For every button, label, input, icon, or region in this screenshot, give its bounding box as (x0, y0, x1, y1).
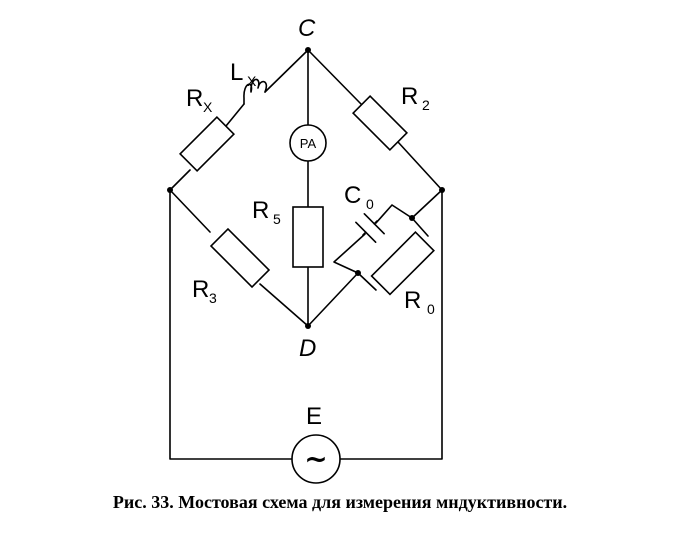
ac-source-e: ~ (291, 434, 341, 484)
resistor-r2 (351, 94, 409, 152)
wire-r3-to-d (259, 283, 309, 327)
resistor-rx (178, 115, 236, 173)
bridge-circuit-diagram: PA ~ C D R X L X R 2 R 3 R 5 (167, 15, 445, 484)
label-r3-main: R (192, 276, 209, 303)
label-r0: R 0 (404, 287, 435, 317)
wire-right-node-to-parallel-node (411, 189, 443, 219)
wire-d-to-parallel-node (307, 272, 359, 327)
figure-caption: Рис. 33. Мостовая схема для измерения мн… (112, 492, 568, 512)
wire-source-loop-right (339, 189, 443, 460)
junction-parallel-lower (355, 270, 361, 276)
wire-r0-lead-upper (411, 217, 429, 237)
resistor-r3 (209, 227, 271, 289)
label-r2: R 2 (401, 83, 430, 113)
wire-left-node-to-r3 (169, 189, 211, 233)
capacitor-c0 (355, 213, 385, 243)
label-r3-sub: 3 (209, 290, 217, 306)
wire-c-to-inductor (264, 49, 309, 93)
junction-right (439, 187, 445, 193)
label-r5: R 5 (252, 197, 281, 227)
label-r2-sub: 2 (422, 97, 430, 113)
junction-c (305, 47, 311, 53)
label-r5-sub: 5 (273, 211, 281, 227)
label-rx-main: R (186, 85, 203, 112)
ammeter-label: PA (300, 136, 317, 151)
label-r5-main: R (252, 197, 269, 224)
junction-parallel-upper (409, 215, 415, 221)
wire-rx-to-left-node (169, 169, 191, 191)
resistor-r0 (370, 231, 435, 296)
wire-c0-lead-upper (375, 204, 413, 224)
wire-c-to-r2 (307, 49, 363, 106)
wire-source-loop-left (169, 189, 293, 460)
wire-c0-lead-lower (333, 233, 366, 274)
label-source-e: E (306, 403, 322, 430)
label-lx-sub: X (247, 73, 257, 89)
wire-r2-to-right-node (397, 141, 443, 191)
label-r0-main: R (404, 287, 421, 314)
resistor-r5 (292, 206, 324, 268)
label-rx: R X (186, 85, 213, 115)
label-c0: C 0 (344, 182, 374, 212)
wire-inductor-to-rx (225, 103, 245, 127)
inductor-lx (243, 78, 268, 105)
wire-r0-lead-lower (357, 272, 377, 291)
junction-left (167, 187, 173, 193)
node-label-d: D (299, 335, 316, 362)
label-lx: L X (230, 59, 257, 89)
label-r2-main: R (401, 83, 418, 110)
ammeter-pa: PA (289, 124, 327, 162)
label-r3: R 3 (192, 276, 217, 306)
label-lx-main: L (230, 59, 243, 86)
junction-d (305, 323, 311, 329)
node-label-c: C (298, 15, 316, 42)
label-c0-main: C (344, 182, 361, 209)
label-rx-sub: X (203, 99, 213, 115)
label-c0-sub: 0 (366, 196, 374, 212)
ac-symbol: ~ (304, 442, 327, 475)
label-r0-sub: 0 (427, 301, 435, 317)
